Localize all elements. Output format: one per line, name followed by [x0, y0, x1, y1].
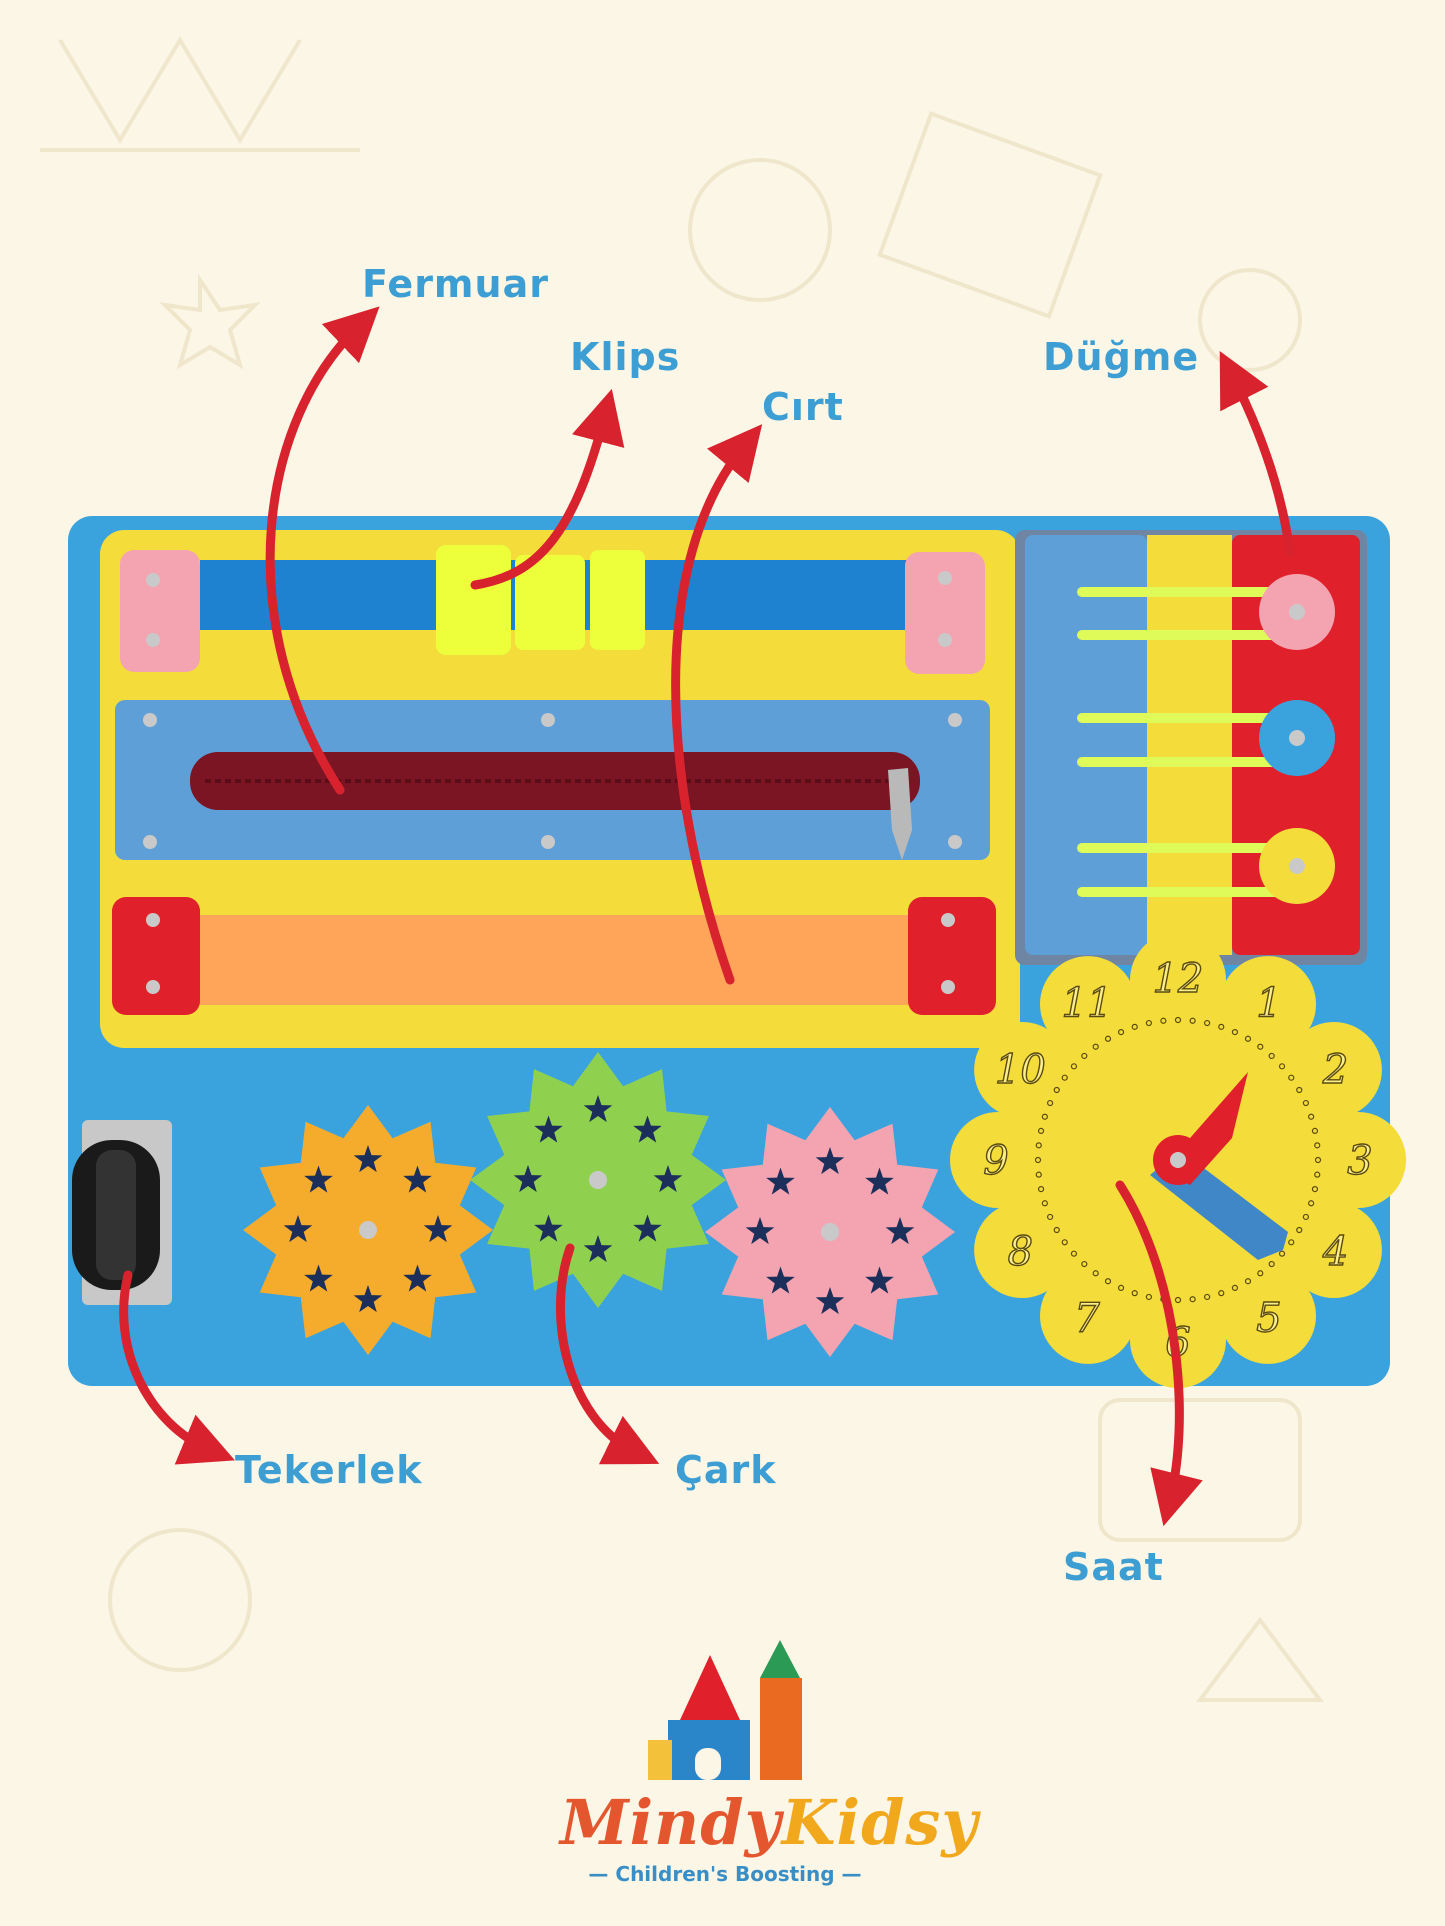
brand-name-part1: Mindy: [560, 1786, 782, 1859]
brand-tagline-text: Children's Boosting: [615, 1862, 835, 1886]
label-klips: Klips: [570, 335, 681, 379]
arrow-cark: [555, 1243, 660, 1465]
background-doodles: [40, 36, 1324, 1702]
pink-tab-left: [120, 550, 200, 672]
arrow-cirt: [671, 424, 763, 985]
annotation-arrows: [119, 306, 1295, 1527]
buckle-strap[interactable]: [120, 545, 985, 674]
mindykidsy-logo: [648, 1640, 802, 1780]
arrow-fermuar: [265, 306, 380, 795]
clock-number: 12: [1153, 956, 1204, 1002]
clock-number: 7: [1074, 1296, 1100, 1342]
arrow-klips: [470, 388, 625, 590]
clock-number: 11: [1062, 980, 1113, 1026]
clock-number: 3: [1347, 1138, 1372, 1184]
label-cirt: Cırt: [762, 385, 844, 429]
clock-number: 8: [1008, 1229, 1033, 1275]
clock-number: 5: [1256, 1296, 1281, 1342]
clock-number: 2: [1322, 1047, 1348, 1093]
clock-number: 1: [1256, 980, 1281, 1026]
label-cark: Çark: [675, 1448, 777, 1492]
clock-number: 4: [1322, 1229, 1348, 1275]
brand-tagline: — Children's Boosting —: [588, 1862, 862, 1886]
brand-name-part2: Kidsy: [781, 1786, 979, 1859]
brand-name: MindyKidsy: [560, 1786, 978, 1859]
orange-gear[interactable]: [243, 1105, 493, 1355]
arrow-saat: [1115, 1180, 1203, 1527]
zipper-plank[interactable]: [115, 700, 990, 860]
button-panel[interactable]: [1015, 530, 1367, 965]
clock-number: 9: [983, 1138, 1008, 1184]
wheel[interactable]: [72, 1120, 172, 1305]
label-fermuar: Fermuar: [362, 262, 549, 306]
label-saat: Saat: [1063, 1545, 1164, 1589]
velcro-strap[interactable]: [112, 897, 996, 1015]
label-tekerlek: Tekerlek: [235, 1448, 423, 1492]
pink-gear[interactable]: [705, 1107, 955, 1357]
green-gear[interactable]: [470, 1052, 726, 1308]
clock-number: 10: [995, 1047, 1046, 1093]
arrow-tekerlek: [119, 1270, 235, 1465]
zipper-pull: [888, 768, 912, 860]
label-dugme: Düğme: [1043, 335, 1200, 379]
arrow-dugme: [1219, 350, 1295, 557]
pink-tab-right: [905, 552, 985, 674]
gears[interactable]: [243, 1052, 955, 1357]
